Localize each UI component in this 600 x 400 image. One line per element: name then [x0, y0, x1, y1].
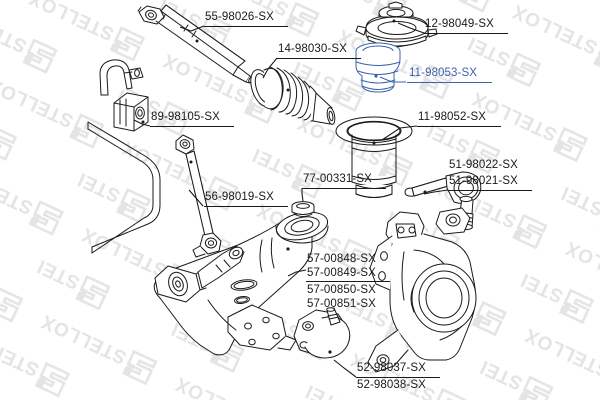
rule-11-98053-sx [407, 82, 492, 83]
label-55-98026-sx: 55-98026-SX [205, 11, 274, 23]
rule-14-98030-sx [277, 58, 361, 59]
label-52-98037-sx: 52-98037-SX [357, 362, 426, 374]
label-57-00848-sx: 57-00848-SX [307, 253, 376, 265]
leader-77-00331 [301, 188, 304, 202]
label-57-00849-sx: 57-00849-SX [307, 267, 376, 279]
label-56-98019-sx: 56-98019-SX [205, 191, 274, 203]
rule-56-98019-sx [204, 206, 288, 207]
leader-57-00848 [287, 269, 307, 277]
label-89-98105-sx: 89-98105-SX [151, 111, 220, 123]
label-57-00851-sx: 57-00851-SX [307, 298, 376, 310]
rule-77-00331-sx [302, 188, 386, 189]
rule-12-98049-sx [424, 33, 508, 34]
label-51-98021-sx: 51-98021-SX [449, 175, 518, 187]
label-14-98030-sx: 14-98030-SX [278, 43, 347, 55]
leader-56-98019 [188, 189, 204, 207]
leader-52-98037 [333, 359, 357, 378]
rule-89-98105-sx [150, 126, 234, 127]
label-12-98049-sx: 12-98049-SX [425, 18, 494, 30]
leader-51-98022 [423, 189, 449, 195]
rule-11-98052-sx [417, 126, 501, 127]
label-11-98053-sx-highlighted: 11-98053-SX [409, 67, 478, 79]
leader-12-98049 [397, 22, 425, 34]
leader-11-98052 [381, 125, 418, 141]
rule-55-98026-sx [204, 26, 288, 27]
label-77-00331-sx: 77-00331-SX [303, 173, 372, 185]
leader-89-98105 [133, 119, 151, 127]
rule-51-98021-sx [448, 190, 532, 191]
leader-11-98053 [379, 76, 406, 83]
label-51-98022-sx: 51-98022-SX [449, 159, 518, 171]
label-57-00850-sx: 57-00850-SX [307, 284, 376, 296]
rule-52-98037-sx [356, 377, 440, 378]
leader-55-98026 [179, 25, 205, 32]
rule-57-00849-sx [306, 281, 390, 282]
label-11-98052-sx: 11-98052-SX [418, 111, 487, 123]
leader-14-98030 [262, 57, 278, 79]
label-52-98038-sx: 52-98038-SX [357, 379, 426, 391]
